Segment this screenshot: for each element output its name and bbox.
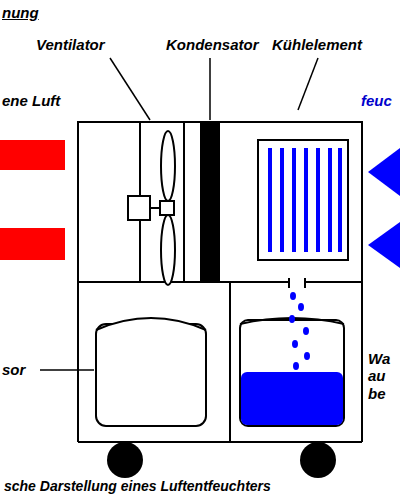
humid-air-arrow — [368, 148, 400, 196]
wheel — [300, 442, 336, 478]
part-label: sor — [2, 361, 25, 378]
water-container — [240, 320, 344, 426]
part-label: Kondensator — [166, 36, 259, 53]
compressor — [96, 324, 206, 426]
part-label: Kühlelement — [272, 36, 362, 53]
compressor-lid — [96, 318, 206, 330]
drawing-heading: nung — [2, 4, 39, 21]
drain-gap — [304, 278, 306, 288]
leader-line — [40, 369, 94, 371]
airflow-label: ene Luft — [2, 92, 60, 109]
fan-hub — [160, 201, 174, 215]
wheel — [107, 442, 143, 478]
upper-housing — [78, 122, 362, 282]
humid-air-arrow — [368, 222, 400, 268]
drain-gap — [289, 280, 305, 285]
condenser-bar — [200, 122, 220, 282]
housing-divider — [229, 282, 231, 442]
part-label: Wa au be — [368, 350, 390, 402]
fan-motor — [128, 196, 150, 220]
figure-caption: sche Darstellung eines Luftentfeuchters — [4, 478, 271, 494]
fan-blade — [161, 215, 175, 285]
dry-air-arrow — [0, 228, 65, 260]
lower-housing — [361, 282, 363, 442]
part-label: Ventilator — [36, 36, 105, 53]
cooling-element — [258, 140, 348, 260]
cooling-fins — [270, 148, 340, 252]
leader-line — [110, 58, 150, 120]
leader-line — [298, 58, 318, 110]
lower-housing — [77, 282, 79, 442]
dry-air-arrow — [0, 140, 65, 170]
water — [241, 372, 343, 425]
leader-line — [209, 58, 211, 120]
fan-blade — [161, 131, 175, 201]
airflow-label: feuc — [361, 92, 392, 109]
water-drops — [289, 292, 310, 370]
fan-duct — [183, 122, 185, 282]
drain-gap — [288, 278, 290, 288]
